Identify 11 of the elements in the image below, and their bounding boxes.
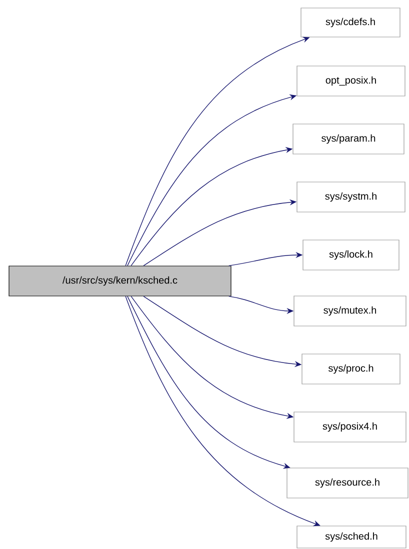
header-box: sys/lock.h	[302, 240, 400, 270]
header-box: sys/mutex.h	[294, 296, 406, 326]
file-box: /usr/src/sys/kern/ksched.c	[8, 266, 232, 296]
header-box: sys/sched.h	[296, 526, 406, 548]
header-box: sys/systm.h	[296, 182, 406, 212]
header-box: sys/proc.h	[302, 354, 400, 384]
header-box: opt_posix.h	[296, 66, 406, 96]
header-box: sys/posix4.h	[294, 412, 406, 442]
header-box: sys/param.h	[292, 124, 404, 154]
header-box: sys/cdefs.h	[300, 8, 400, 38]
header-box: sys/resource.h	[286, 468, 408, 498]
